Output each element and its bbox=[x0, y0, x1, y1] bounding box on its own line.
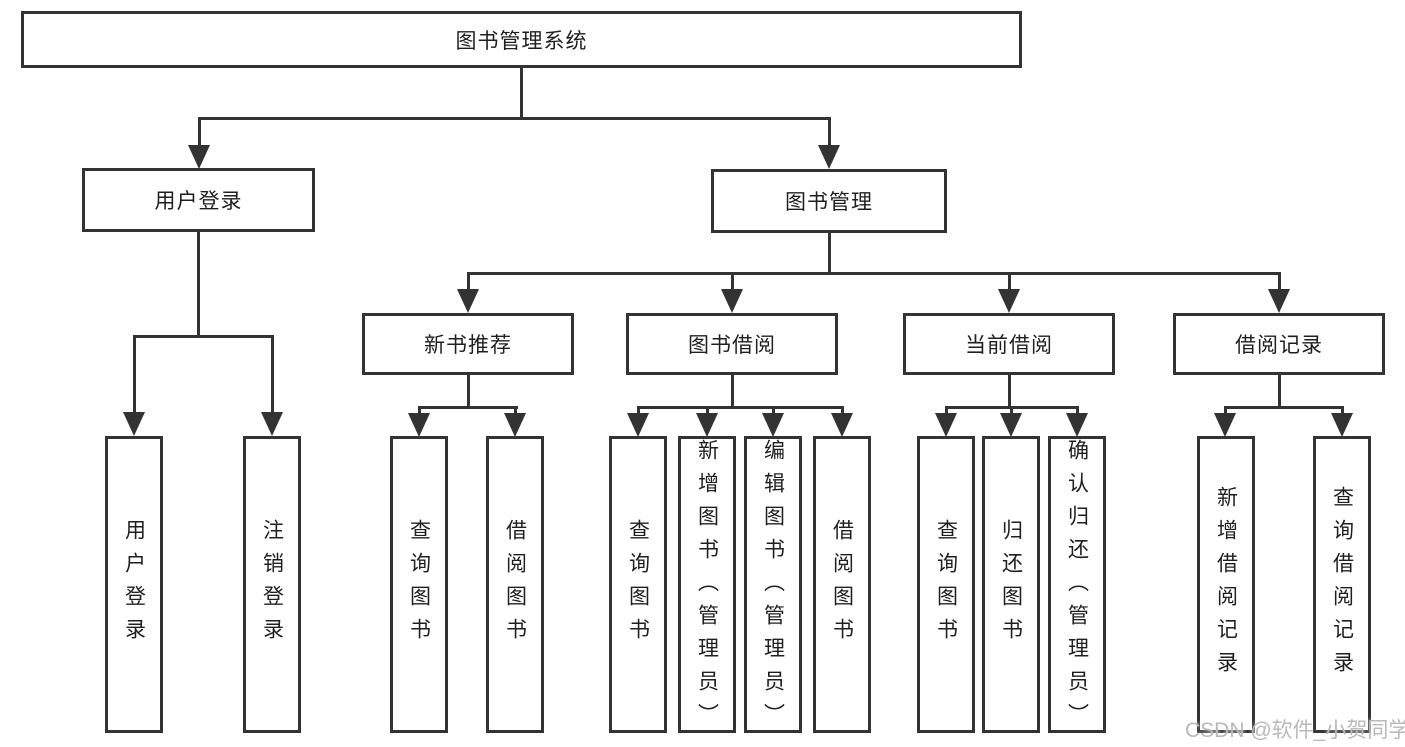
leaf-logout-login-label: 注销登录 bbox=[260, 518, 284, 651]
leaf-query-books-borrowing-label: 查询图书 bbox=[626, 518, 650, 651]
arrow-down-icon bbox=[1000, 413, 1022, 437]
connector-line bbox=[828, 117, 831, 148]
connector-line bbox=[197, 232, 200, 338]
csdn-watermark: CSDN @软件_小贺同学 bbox=[1185, 719, 1405, 742]
node-current-borrowing: 当前借阅 bbox=[903, 313, 1115, 375]
leaf-query-books-current-label: 查询图书 bbox=[934, 518, 958, 651]
connector-line bbox=[133, 335, 136, 414]
arrow-down-icon bbox=[504, 413, 526, 437]
leaf-query-books-current: 查询图书 bbox=[917, 436, 975, 733]
connector-line bbox=[418, 406, 518, 409]
leaf-return-books-label: 归还图书 bbox=[999, 518, 1023, 651]
arrow-down-icon bbox=[261, 412, 283, 436]
connector-line bbox=[1008, 375, 1011, 408]
connector-line bbox=[467, 272, 470, 291]
arrow-down-icon bbox=[123, 412, 145, 436]
connector-line bbox=[706, 406, 709, 415]
arrow-down-icon bbox=[188, 145, 210, 169]
node-user-login-label: 用户登录 bbox=[154, 190, 243, 213]
leaf-query-books-recommend-label: 查询图书 bbox=[407, 518, 431, 651]
leaf-query-books-recommend: 查询图书 bbox=[390, 436, 448, 733]
node-book-management-label: 图书管理 bbox=[785, 191, 873, 214]
leaf-add-borrow-record-label: 新增借阅记录 bbox=[1214, 485, 1238, 684]
arrow-down-icon bbox=[696, 413, 718, 437]
leaf-user-login-label: 用户登录 bbox=[122, 518, 146, 651]
leaf-edit-books-admin-label: 编辑图书（管理员） bbox=[761, 439, 785, 736]
connector-line bbox=[1278, 272, 1281, 291]
leaf-edit-books-admin: 编辑图书（管理员） bbox=[744, 436, 802, 736]
connector-line bbox=[637, 406, 640, 415]
connector-line bbox=[1010, 406, 1013, 415]
connector-line bbox=[1278, 375, 1281, 408]
connector-line bbox=[1341, 406, 1344, 415]
connector-line bbox=[731, 375, 734, 408]
node-book-management: 图书管理 bbox=[711, 169, 947, 233]
leaf-query-borrow-record: 查询借阅记录 bbox=[1313, 436, 1371, 733]
leaf-add-books-admin: 新增图书（管理员） bbox=[678, 436, 736, 736]
connector-line bbox=[520, 68, 523, 118]
arrow-down-icon bbox=[831, 413, 853, 437]
node-current-borrowing-label: 当前借阅 bbox=[965, 334, 1053, 357]
leaf-add-books-admin-label: 新增图书（管理员） bbox=[695, 439, 719, 736]
leaf-return-books: 归还图书 bbox=[982, 436, 1040, 733]
leaf-confirm-return-admin-label: 确认归还（管理员） bbox=[1065, 439, 1089, 736]
connector-line bbox=[1008, 272, 1011, 291]
arrow-down-icon bbox=[457, 289, 479, 313]
node-root-system: 图书管理系统 bbox=[21, 11, 1022, 68]
leaf-borrow-books-recommend-label: 借阅图书 bbox=[503, 518, 527, 651]
connector-line bbox=[514, 406, 517, 415]
leaf-borrow-books-recommend: 借阅图书 bbox=[486, 436, 544, 733]
leaf-add-borrow-record: 新增借阅记录 bbox=[1197, 436, 1255, 733]
node-borrowing-records: 借阅记录 bbox=[1173, 313, 1385, 375]
node-new-book-recommendation-label: 新书推荐 bbox=[424, 334, 512, 357]
arrow-down-icon bbox=[1268, 289, 1290, 313]
leaf-borrow-books-borrowing-label: 借阅图书 bbox=[830, 518, 854, 651]
leaf-query-borrow-record-label: 查询借阅记录 bbox=[1330, 485, 1354, 684]
connector-line bbox=[133, 335, 274, 338]
arrow-down-icon bbox=[935, 413, 957, 437]
node-book-borrowing: 图书借阅 bbox=[626, 313, 838, 375]
arrow-down-icon bbox=[998, 289, 1020, 313]
leaf-query-books-borrowing: 查询图书 bbox=[609, 436, 667, 733]
connector-line bbox=[637, 406, 844, 409]
node-root-system-label: 图书管理系统 bbox=[455, 29, 588, 53]
connector-line bbox=[271, 335, 274, 414]
arrow-down-icon bbox=[408, 413, 430, 437]
connector-line bbox=[467, 272, 1281, 275]
arrow-down-icon bbox=[721, 289, 743, 313]
connector-line bbox=[828, 233, 831, 274]
arrow-down-icon bbox=[1066, 413, 1088, 437]
arrow-down-icon bbox=[1331, 413, 1353, 437]
node-new-book-recommendation: 新书推荐 bbox=[362, 313, 574, 375]
arrow-down-icon bbox=[762, 413, 784, 437]
leaf-confirm-return-admin: 确认归还（管理员） bbox=[1048, 436, 1106, 736]
connector-line bbox=[198, 117, 831, 120]
connector-line bbox=[467, 375, 470, 408]
connector-line bbox=[418, 406, 421, 415]
connector-line bbox=[1076, 406, 1079, 415]
arrow-down-icon bbox=[1214, 413, 1236, 437]
connector-line bbox=[1224, 406, 1227, 415]
arrow-down-icon bbox=[818, 145, 840, 169]
connector-line bbox=[1224, 406, 1344, 409]
connector-line bbox=[841, 406, 844, 415]
node-borrowing-records-label: 借阅记录 bbox=[1235, 334, 1323, 357]
leaf-logout-login: 注销登录 bbox=[243, 436, 301, 733]
node-user-login: 用户登录 bbox=[82, 168, 315, 232]
connector-line bbox=[198, 117, 201, 148]
arrow-down-icon bbox=[627, 413, 649, 437]
node-book-borrowing-label: 图书借阅 bbox=[688, 334, 776, 357]
connector-line bbox=[772, 406, 775, 415]
leaf-user-login: 用户登录 bbox=[105, 436, 163, 733]
connector-line bbox=[945, 406, 948, 415]
connector-line bbox=[731, 272, 734, 291]
leaf-borrow-books-borrowing: 借阅图书 bbox=[813, 436, 871, 733]
